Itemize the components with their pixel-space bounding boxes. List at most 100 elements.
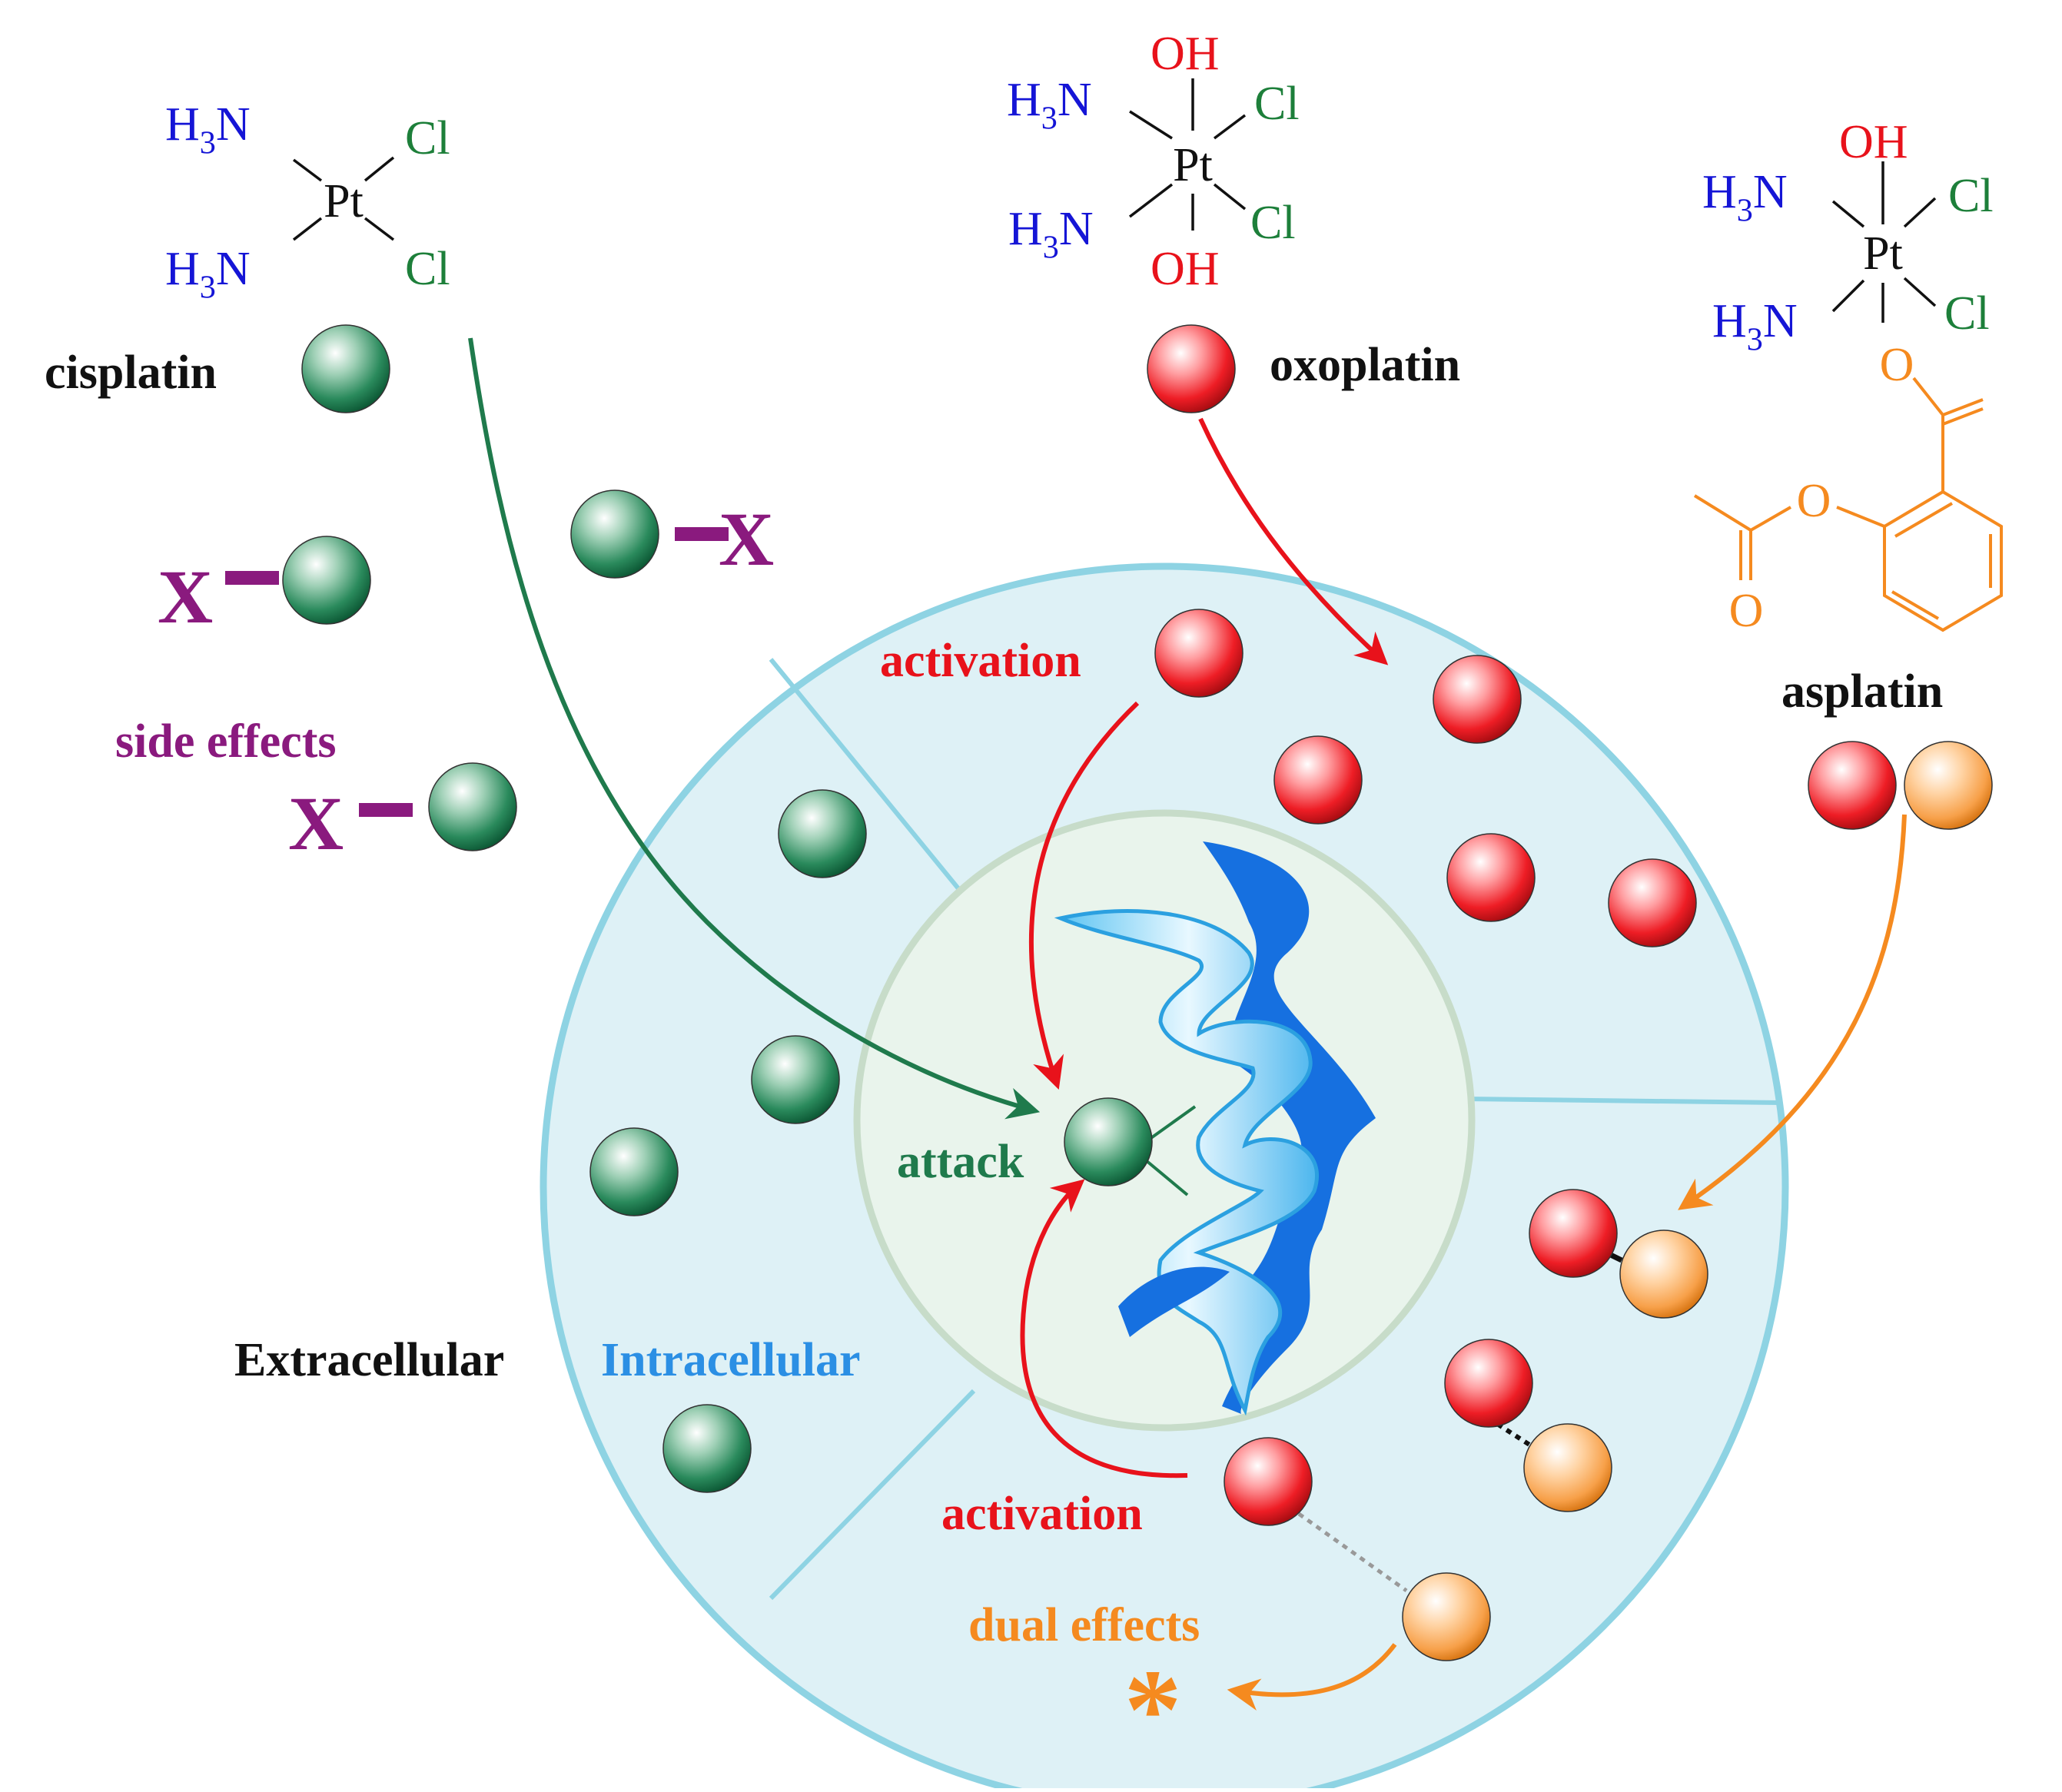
cell-partition-line [769,1389,976,1601]
cisplatin-sphere [570,489,659,579]
dna-ribbon [1054,841,1376,1416]
asplatin-name: asplatin [1781,665,1943,718]
ammine-ligand-label: H3N [165,98,251,161]
ribbon-back-strand [1203,841,1376,1414]
ammine-part: 3 [200,124,216,161]
chloride-label: Cl [1254,78,1300,130]
ammine-part: N [1753,166,1788,218]
oxoplatin-entry-arrow [1198,417,1389,665]
ammine-part: N [216,243,251,295]
chloride-label: Cl [405,243,450,295]
molecule-bonds [292,78,1937,323]
ammine-ligand-label: H3N [1007,74,1092,136]
ammine-ligand-label: H3N [1702,166,1788,228]
hydroxide-label: OH [1839,116,1908,168]
cisplatin-sphere [589,1127,679,1216]
ribbon-front-strand [1054,909,1319,1416]
ammine-part: N [1763,295,1798,347]
asplatin-pt-sphere [1808,741,1897,830]
chloride-label: Cl [1250,197,1296,249]
cisplatin-sphere [301,324,390,413]
asplatin-aspirin-sphere [1904,741,1993,830]
ammine-ligand-label: H3N [1008,203,1094,265]
hydroxide-label: OH [1151,28,1220,80]
oxoplatin-sphere [1433,655,1522,744]
ammine-part: N [1058,74,1092,126]
ribbon-lower-fold [1118,1266,1230,1337]
cisplatin-sphere [282,536,371,625]
x-group-label: X [288,781,344,866]
oxoplatin-sphere [1444,1339,1533,1428]
ammine-part: H [1712,295,1747,347]
intracellular-label: Intracellular [601,1334,861,1386]
ammine-part: H [1008,203,1043,255]
platinum-label: Pt [1173,139,1213,191]
oxoplatin-name: oxoplatin [1270,339,1460,391]
oxoplatin-sphere [1608,858,1697,947]
activation-bottom-arrow [1020,1179,1188,1478]
oxoplatin-sphere [1446,833,1536,922]
oxoplatin-sphere [1154,609,1244,698]
chloride-label: Cl [405,112,450,164]
dual-effects-label: dual effects [968,1599,1200,1651]
oxoplatin-sphere [1273,735,1363,825]
x-group-label: X [158,554,213,639]
nucleus [853,809,1476,1432]
chloride-label: Cl [1948,170,1994,222]
activation-top-arrow [1028,701,1140,1090]
pt-aspirin-dotted-link [1297,1512,1408,1593]
ammine-part: H [165,243,200,295]
cell-partition-line [1466,1097,1782,1105]
activation-label: activation [880,635,1081,687]
hydroxide-label: OH [1151,243,1220,295]
x-bond-bar [225,571,279,585]
ammine-part: N [1059,203,1094,255]
ester-oxygen-label: O [1797,475,1831,527]
ammine-part: 3 [1043,229,1059,265]
extracellular-label: Extracellular [234,1334,504,1386]
cisplatin-sphere [778,789,867,878]
aspirin-sphere [1523,1423,1612,1512]
ammine-part: H [165,98,200,151]
dna-bond-line [1140,1155,1189,1196]
cisplatin-dna-adduct-sphere [1064,1097,1153,1186]
platinum-label: Pt [324,175,364,227]
ammine-ligand-label: H3N [1712,295,1798,357]
ammine-part: 3 [1041,100,1058,136]
aspirin-sphere [1402,1572,1491,1661]
ammine-ligand-label: H3N [165,243,251,305]
ammine-part: N [216,98,251,151]
cisplatin-sphere [751,1035,840,1124]
attack-label: attack [897,1136,1024,1188]
ammine-part: H [1007,74,1041,126]
drug-spheres [282,324,1993,1661]
chloride-label: Cl [1944,287,1990,340]
oxoplatin-sphere [1147,324,1236,413]
x-bond-bar [675,527,729,541]
x-group-label: X [719,496,774,582]
aspirin-skeleton [1693,377,2003,632]
cell-partition-line [769,658,963,893]
ester-oxygen-label: O [1880,339,1914,391]
ammine-part: 3 [200,269,216,305]
arrows [225,337,1907,1711]
asplatin-pt-sphere [1529,1189,1618,1278]
oxoplatin-sphere [1224,1437,1313,1526]
carbonyl-oxygen-label: O [1729,585,1764,637]
x-bond-bar [359,803,413,817]
aspirin-sphere [1619,1230,1708,1319]
ammine-part: 3 [1737,192,1753,228]
dual-effects-arrow [1227,1643,1397,1711]
cisplatin-sphere [662,1404,752,1493]
asplatin-entry-arrow [1678,814,1907,1210]
cisplatin-name: cisplatin [45,347,217,399]
activation-label: activation [941,1488,1143,1540]
platinum-label: Pt [1863,227,1903,280]
effect-asterisk-icon: * [1124,1646,1182,1774]
cisplatin-entry-arrow [468,337,1041,1120]
ammine-part: H [1702,166,1737,218]
ammine-part: 3 [1747,321,1763,357]
side-effects-label: side effects [115,715,336,768]
